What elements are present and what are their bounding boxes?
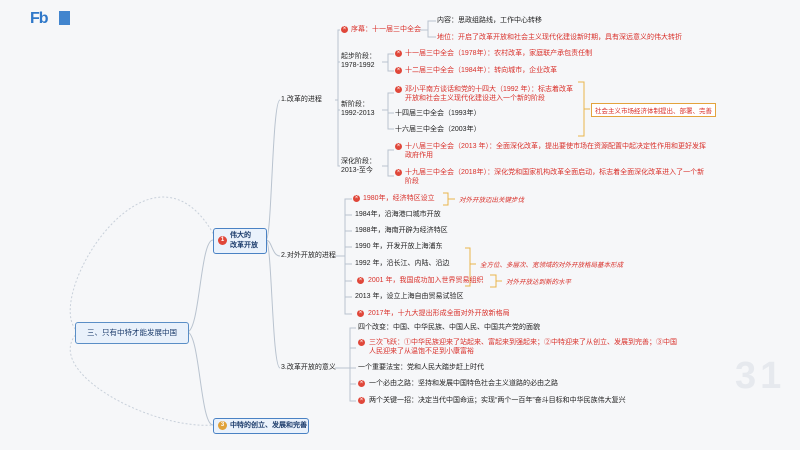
reform-prelude[interactable]: 序幕：十一届三中全会 [351, 26, 421, 33]
close-x-icon: × [395, 143, 402, 150]
stage2-years: 1992-2013 [341, 110, 375, 117]
close-x-icon: × [358, 380, 365, 387]
close-x-icon: × [357, 310, 364, 317]
opening-item[interactable]: 2001 年，我国成功加入世界贸易组织 [368, 277, 484, 284]
significance-item[interactable]: 一个重要法宝：党和人民大踏步赶上时代 [358, 364, 484, 371]
watermark: 31 [735, 355, 786, 397]
stage2-label[interactable]: 新阶段： [341, 101, 369, 108]
significance-item[interactable]: 四个改变：中国、中华民族、中国人民、中国共产党的面貌 [358, 324, 540, 331]
brand-logo: Fb [30, 10, 49, 27]
main-node-label: 中特的创立、发展和完善 [230, 422, 307, 429]
stage2-item[interactable]: 十六届三中全会（2003年） [395, 126, 481, 133]
opening-item[interactable]: 1990 年，开发开放上海浦东 [355, 243, 443, 250]
section-opening-process[interactable]: 2.对外开放的进程 [281, 252, 336, 259]
reform-content[interactable]: 内容：思政组路线，工作中心转移 [437, 17, 542, 24]
stage3-item-line2: 政府作用 [405, 152, 433, 159]
close-x-icon: × [353, 195, 360, 202]
close-x-icon: × [395, 50, 402, 57]
close-x-icon: × [395, 67, 402, 74]
node-number-badge: 3 [218, 421, 227, 430]
stage3-item-line1[interactable]: 十九届三中全会（2018年）：深化党和国家机构改革全面启动，标志着全面深化改革进… [405, 169, 705, 176]
close-x-icon: × [341, 26, 348, 33]
opening-note[interactable]: 全方位、多层次、宽领域的对外开放格局基本形成 [480, 262, 623, 269]
section-reform-process[interactable]: 1.改革的进程 [281, 96, 322, 103]
close-x-icon: × [395, 169, 402, 176]
opening-item[interactable]: 1992 年，沿长江、内陆、沿边 [355, 260, 450, 267]
significance-item-line1[interactable]: 三次飞跃：①中华民族迎来了站起来、富起来到强起来；②中特迎来了从创立、发展到完善… [369, 339, 677, 346]
main-node-label-line1: 伟大的 [230, 232, 251, 239]
close-x-icon: × [358, 339, 365, 346]
stage1-label[interactable]: 起步阶段： [341, 53, 376, 60]
stage3-years: 2013-至今 [341, 167, 373, 174]
close-x-icon: × [357, 277, 364, 284]
significance-item[interactable]: 两个关键一招：决定当代中国命运；实现“两个一百年”奋斗目标和中华民族伟大复兴 [369, 397, 626, 404]
main-node-reform-opening[interactable]: 1 伟大的 改革开放 [213, 228, 267, 254]
opening-item[interactable]: 1980年，经济特区设立 [363, 195, 435, 202]
stage2-note[interactable]: 社会主义市场经济体制提出、部署、完善 [591, 103, 716, 117]
stage3-item-line1[interactable]: 十八届三中全会（2013 年）：全面深化改革，提出要使市场在资源配置中起决定性作… [405, 143, 707, 150]
opening-note[interactable]: 对外开放达到新的水平 [506, 279, 571, 286]
opening-item[interactable]: 1988年，海南开辟为经济特区 [355, 227, 448, 234]
node-number-badge: 1 [218, 236, 227, 245]
brand-glyph-icon [59, 11, 70, 25]
stage2-item-line1[interactable]: 邓小平南方谈话和党的十四大（1992 年）：标志着改革 [405, 86, 574, 93]
opening-note[interactable]: 对外开放迈出关键步伐 [459, 197, 524, 204]
opening-item[interactable]: 1984年，沿海港口城市开放 [355, 211, 441, 218]
stage3-label[interactable]: 深化阶段： [341, 158, 376, 165]
stage2-item-line2: 开放和社会主义现代化建设进入一个新的阶段 [405, 95, 545, 102]
opening-item[interactable]: 2017年，十九大提出形成全面对外开放新格局 [368, 310, 510, 317]
stage2-item[interactable]: 十四届三中全会（1993年） [395, 110, 481, 117]
stage1-item[interactable]: 十二届三中全会（1984年）：转向城市，企业改革 [405, 67, 558, 74]
significance-item-line2: 人民迎来了从温饱不足到小康富裕 [369, 348, 474, 355]
reform-status[interactable]: 地位：开启了改革开放和社会主义现代化建设新时期，具有深远意义的伟大转折 [437, 34, 682, 41]
close-x-icon: × [358, 397, 365, 404]
main-node-development[interactable]: 3 中特的创立、发展和完善 [213, 418, 309, 434]
close-x-icon: × [395, 86, 402, 93]
root-node[interactable]: 三、只有中特才能发展中国 [75, 322, 189, 344]
stage3-item-line2: 阶段 [405, 178, 419, 185]
opening-item[interactable]: 2013 年，设立上海自由贸易试验区 [355, 293, 464, 300]
stage1-years: 1978-1992 [341, 62, 375, 69]
stage1-item[interactable]: 十一届三中全会（1978年）：农村改革，家庭联产承包责任制 [405, 50, 593, 57]
main-node-label-line2: 改革开放 [230, 242, 258, 249]
section-significance[interactable]: 3.改革开放的意义 [281, 364, 336, 371]
significance-item[interactable]: 一个必由之路：坚持和发展中国特色社会主义道路的必由之路 [369, 380, 558, 387]
